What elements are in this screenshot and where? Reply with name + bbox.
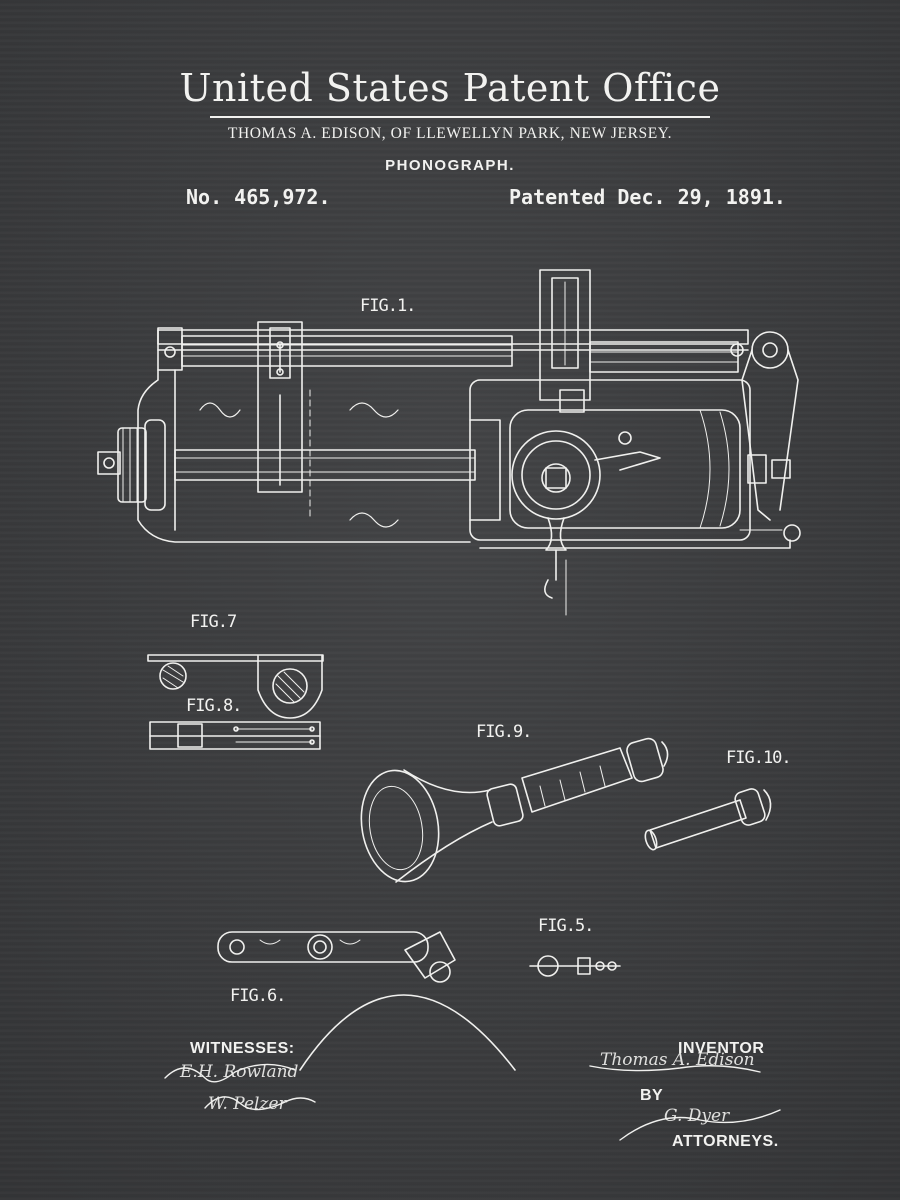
fig7-drawing <box>148 655 323 718</box>
fig10-label: FIG.10. <box>726 748 792 768</box>
inventor-label: INVENTOR <box>678 1040 765 1057</box>
attorney-signature: G. Dyer <box>664 1106 730 1126</box>
fig6-drawing <box>218 932 515 1070</box>
fig5-label: FIG.5. <box>538 916 594 936</box>
inventor-line: THOMAS A. EDISON, OF LLEWELLYN PARK, NEW… <box>227 125 673 142</box>
fig7-label: FIG.7 <box>190 612 237 632</box>
by-label: BY <box>640 1087 664 1104</box>
fig5-drawing <box>530 956 620 976</box>
fig10-drawing <box>643 787 770 851</box>
fig8-drawing <box>150 722 320 749</box>
fig1-phonograph-drawing <box>98 270 800 615</box>
fig9-label: FIG.9. <box>476 722 532 742</box>
witness-signature-1: E.H. Rowland <box>180 1062 299 1082</box>
fig1-label: FIG.1. <box>360 296 416 316</box>
fig9-ear-tube-drawing <box>353 737 668 888</box>
witnesses-label: WITNESSES: <box>190 1040 295 1057</box>
fig6-label: FIG.6. <box>230 986 286 1006</box>
witness-signature-flourish <box>165 1064 315 1109</box>
witness-signature-2: W. Pelzer <box>208 1094 287 1114</box>
invention-title: PHONOGRAPH. <box>385 157 515 174</box>
title-underline <box>210 116 710 118</box>
patent-number: No. 465,972. <box>186 185 331 209</box>
patent-date: Patented Dec. 29, 1891. <box>509 185 786 209</box>
inventor-signature-flourish <box>590 1066 780 1140</box>
office-title: United States Patent Office <box>179 66 721 110</box>
inventor-signature: Thomas A. Edison <box>600 1050 755 1070</box>
fig8-label: FIG.8. <box>186 696 242 716</box>
attorneys-label: ATTORNEYS. <box>672 1133 779 1150</box>
